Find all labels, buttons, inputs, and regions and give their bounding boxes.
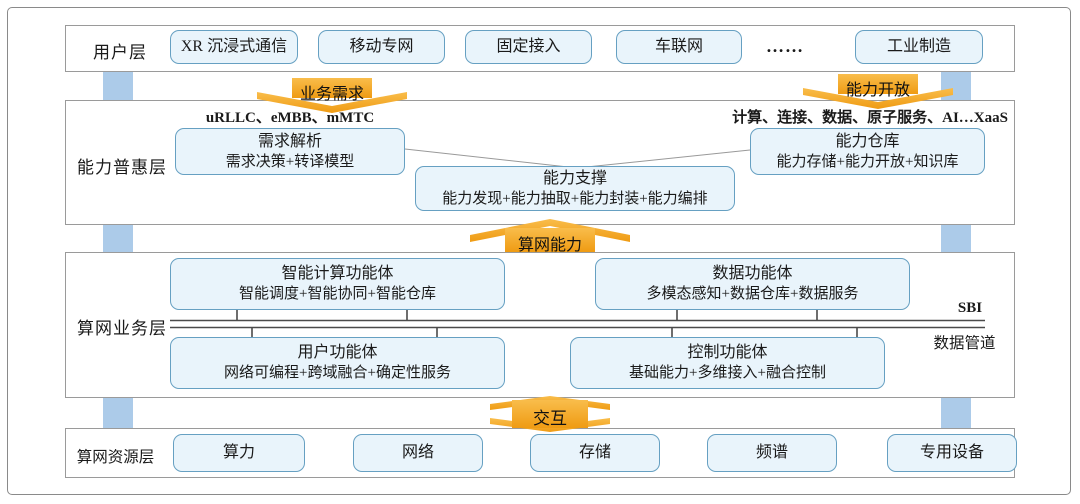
capability-support-subtitle: 能力发现+能力抽取+能力封装+能力编排 (442, 190, 708, 207)
layer-capability-label: 能力普惠层 (77, 158, 167, 177)
user-ellipsis: …… (766, 36, 804, 56)
user-box-xr: XR 沉浸式通信 (170, 30, 298, 64)
connector-bar (941, 225, 971, 252)
user-box-mobile-private-net-label: 移动专网 (349, 37, 414, 55)
resource-box-computing-power-label: 算力 (222, 443, 255, 461)
user-box-xr-label: XR 沉浸式通信 (180, 37, 288, 55)
user-function-title: 用户功能体 (297, 344, 378, 362)
capability-support-title: 能力支撑 (542, 169, 607, 187)
intelligent-computing-title: 智能计算功能体 (281, 265, 394, 283)
user-function-box: 用户功能体 网络可编程+跨域融合+确定性服务 (170, 337, 505, 389)
capability-right-caption: 计算、连接、数据、原子服务、AI…XaaS (732, 110, 1008, 126)
connector-bar (941, 398, 971, 428)
resource-box-network: 网络 (353, 434, 483, 472)
capability-warehouse-title: 能力仓库 (835, 132, 900, 150)
capability-open-arrow-label: 能力开放 (845, 82, 910, 99)
data-function-box: 数据功能体 多模态感知+数据仓库+数据服务 (595, 258, 910, 310)
layer-resource-label: 算网资源层 (76, 449, 155, 466)
user-box-fixed-access-label: 固定接入 (496, 37, 561, 55)
intelligent-computing-function-box: 智能计算功能体 智能调度+智能协同+智能仓库 (170, 258, 505, 310)
user-function-subtitle: 网络可编程+跨域融合+确定性服务 (224, 365, 451, 382)
data-function-title: 数据功能体 (712, 265, 793, 283)
user-box-iov: 车联网 (616, 30, 742, 64)
control-function-box: 控制功能体 基础能力+多维接入+融合控制 (570, 337, 885, 389)
data-pipe-label: 数据管道 (933, 335, 996, 352)
demand-parsing-title: 需求解析 (257, 132, 322, 150)
resource-box-dedicated-equipment-label: 专用设备 (919, 443, 984, 461)
connector-bar (103, 225, 133, 252)
layer-business-label: 算网业务层 (77, 319, 167, 338)
capability-support-box: 能力支撑 能力发现+能力抽取+能力封装+能力编排 (415, 166, 735, 211)
control-function-title: 控制功能体 (687, 344, 768, 362)
resource-box-storage-label: 存储 (578, 443, 611, 461)
user-box-iov-label: 车联网 (654, 37, 703, 55)
layer-user-label: 用户层 (93, 43, 147, 62)
user-box-industrial-manufacturing: 工业制造 (855, 30, 983, 64)
intelligent-computing-subtitle: 智能调度+智能协同+智能仓库 (239, 286, 436, 303)
resource-box-computing-power: 算力 (173, 434, 305, 472)
computing-capability-arrow-label: 算网能力 (517, 237, 582, 254)
connector-bar (103, 398, 133, 428)
user-box-mobile-private-net: 移动专网 (318, 30, 445, 64)
capability-warehouse-box: 能力仓库 能力存储+能力开放+知识库 (750, 128, 985, 175)
sbi-label: SBI (957, 300, 983, 316)
interaction-arrow-label: 交互 (533, 409, 567, 428)
user-box-industrial-manufacturing-label: 工业制造 (886, 37, 951, 55)
demand-parsing-subtitle: 需求决策+转译模型 (225, 153, 355, 170)
resource-box-network-label: 网络 (401, 443, 434, 461)
user-box-fixed-access: 固定接入 (465, 30, 592, 64)
data-function-subtitle: 多模态感知+数据仓库+数据服务 (646, 286, 859, 303)
business-demand-arrow-label: 业务需求 (299, 86, 364, 103)
control-function-subtitle: 基础能力+多维接入+融合控制 (629, 365, 826, 382)
resource-box-dedicated-equipment: 专用设备 (887, 434, 1017, 472)
resource-box-spectrum-label: 频谱 (755, 443, 788, 461)
connector-bar (103, 72, 133, 100)
capability-warehouse-subtitle: 能力存储+能力开放+知识库 (776, 153, 959, 170)
capability-left-caption: uRLLC、eMBB、mMTC (205, 110, 375, 126)
resource-box-storage: 存储 (530, 434, 660, 472)
demand-parsing-box: 需求解析 需求决策+转译模型 (175, 128, 405, 175)
resource-box-spectrum: 频谱 (707, 434, 837, 472)
